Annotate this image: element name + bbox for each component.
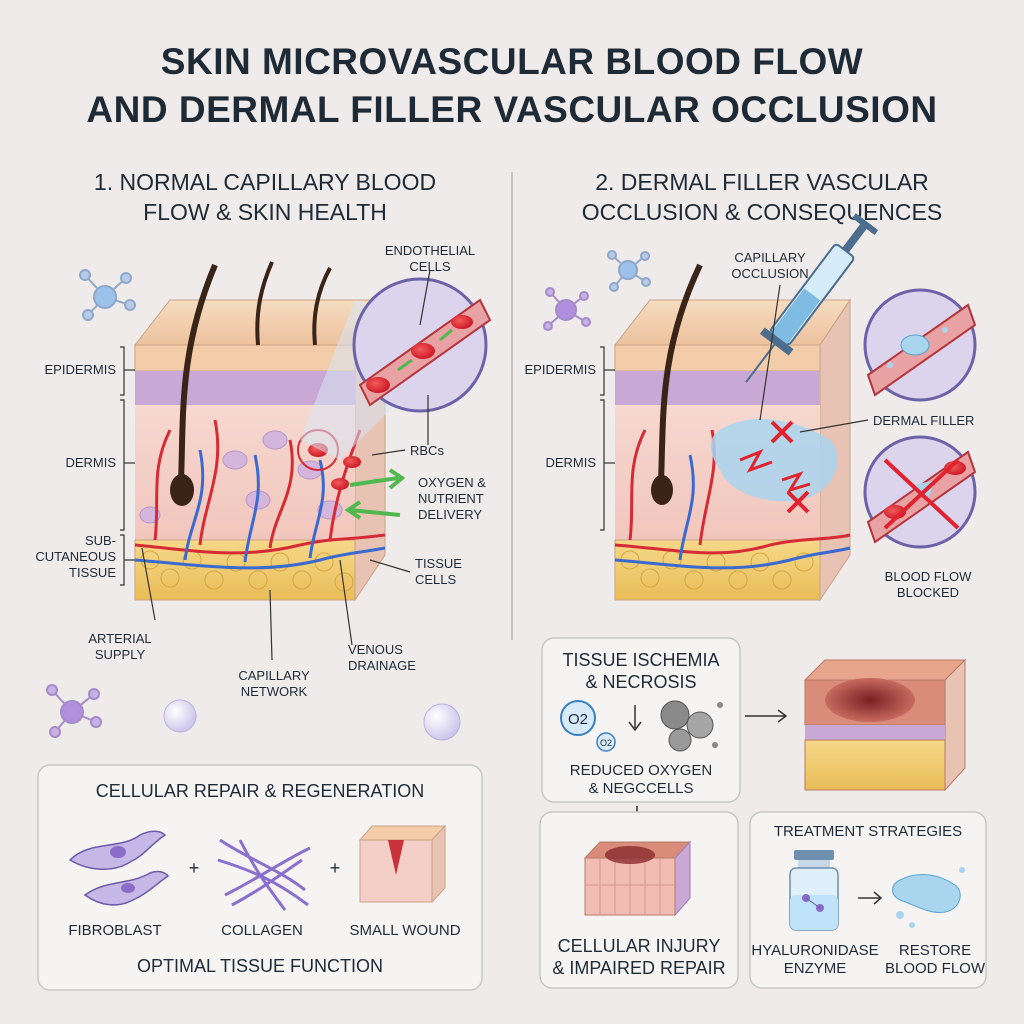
- repair-title: CELLULAR REPAIR & REGENERATION: [96, 781, 424, 801]
- necrotic-cells-icon: [660, 700, 723, 752]
- label-oxygen-1: OXYGEN &: [418, 475, 486, 490]
- skin-cross-section-occluded: [613, 263, 851, 602]
- o2-big-label: O2: [568, 711, 588, 728]
- left-heading-line1: 1. NORMAL CAPILLARY BLOOD: [94, 169, 436, 195]
- collagen-icon: [217, 838, 311, 911]
- main-title-line2: AND DERMAL FILLER VASCULAR OCCLUSION: [86, 89, 937, 130]
- filler-zoom-inset: [863, 288, 977, 402]
- label-capillary-occlusion-1: CAPILLARY: [734, 250, 806, 265]
- o2-small-label: O2: [600, 738, 612, 748]
- label-small-wound: SMALL WOUND: [349, 922, 460, 939]
- label-tissue-1: TISSUE: [415, 556, 462, 571]
- left-heading-line2: FLOW & SKIN HEALTH: [143, 199, 387, 225]
- label-endothelial-2: CELLS: [409, 259, 451, 274]
- label-arterial-1: ARTERIAL: [88, 631, 151, 646]
- plus-sign: +: [189, 858, 200, 878]
- injury-caption-1: CELLULAR INJURY: [558, 936, 721, 956]
- label-subcutaneous-2: CUTANEOUS: [35, 549, 116, 564]
- injured-cells-block: [583, 840, 692, 917]
- label-capillary-1: CAPILLARY: [238, 668, 310, 683]
- ischemia-box: TISSUE ISCHEMIA & NECROSIS O2 O2 REDUCED…: [541, 637, 741, 803]
- treatment-right-2: BLOOD FLOW: [885, 960, 986, 977]
- label-oxygen-3: DELIVERY: [418, 507, 482, 522]
- treatment-title: TREATMENT STRATEGIES: [774, 823, 962, 840]
- blocked-zoom-inset: [863, 435, 977, 549]
- label-capillary-occlusion-2: OCCLUSION: [731, 266, 808, 281]
- molecule-icon: [46, 684, 102, 738]
- label-oxygen-2: NUTRIENT: [418, 491, 484, 506]
- molecule-icon: [543, 287, 591, 331]
- label-blood-flow-blocked-1: BLOOD FLOW: [885, 569, 972, 584]
- fibroblast-icon: [68, 830, 170, 906]
- label-tissue-2: CELLS: [415, 572, 457, 587]
- cell-bubble-icon: [163, 699, 197, 733]
- oxygen-molecule-icon: [560, 700, 596, 736]
- right-panel: 2. DERMAL FILLER VASCULAR OCCLUSION & CO…: [524, 169, 977, 602]
- treatment-left-1: HYALURONIDASE: [751, 942, 878, 959]
- necrotic-skin-block: [803, 658, 967, 792]
- label-epidermis-right: EPIDERMIS: [524, 362, 596, 377]
- layer-brackets: [120, 346, 135, 586]
- label-dermis-right: DERMIS: [545, 455, 596, 470]
- small-wound-icon: [358, 824, 447, 904]
- right-labels: CAPILLARY OCCLUSION EPIDERMIS DERMIS DER…: [524, 250, 974, 600]
- arrow-right-icon: [858, 891, 883, 905]
- molecule-icon: [79, 269, 136, 321]
- label-venous-1: VENOUS: [348, 642, 403, 657]
- label-subcutaneous-3: TISSUE: [69, 565, 116, 580]
- label-epidermis: EPIDERMIS: [44, 362, 116, 377]
- ischemia-caption-1: REDUCED OXYGEN: [570, 762, 713, 779]
- label-venous-2: DRAINAGE: [348, 658, 416, 673]
- syringe-icon: [745, 213, 879, 383]
- label-rbcs: RBCs: [410, 443, 444, 458]
- label-capillary-2: NETWORK: [241, 684, 308, 699]
- injury-caption-2: & IMPAIRED REPAIR: [552, 958, 725, 978]
- enzyme-vial-icon: [789, 850, 839, 931]
- main-title: SKIN MICROVASCULAR BLOOD FLOW AND DERMAL…: [86, 41, 937, 130]
- right-heading-line1: 2. DERMAL FILLER VASCULAR: [595, 169, 929, 195]
- molecule-icon: [607, 250, 651, 292]
- label-endothelial-1: ENDOTHELIAL: [385, 243, 475, 258]
- layer-brackets-right: [600, 284, 869, 531]
- label-collagen: COLLAGEN: [221, 922, 303, 939]
- label-arterial-2: SUPPLY: [95, 647, 146, 662]
- oxygen-delivery-arrows: [344, 468, 406, 520]
- ischemia-title-2: & NECROSIS: [585, 672, 696, 692]
- ischemia-title-1: TISSUE ISCHEMIA: [562, 650, 719, 670]
- treatment-box: TREATMENT STRATEGIES HYALURONIDASE ENZYM…: [749, 811, 987, 989]
- injury-box: CELLULAR INJURY & IMPAIRED REPAIR: [539, 811, 739, 989]
- right-heading-line2: OCCLUSION & CONSEQUENCES: [582, 199, 942, 225]
- treatment-right-1: RESTORE: [899, 942, 971, 959]
- plus-sign: +: [330, 858, 341, 878]
- cell-bubble-icon: [423, 703, 461, 741]
- label-dermal-filler: DERMAL FILLER: [873, 413, 974, 428]
- oxygen-molecule-icon: [596, 732, 616, 752]
- arrow-right-icon: [745, 709, 788, 723]
- label-subcutaneous-1: SUB-: [85, 533, 116, 548]
- main-title-line1: SKIN MICROVASCULAR BLOOD FLOW: [161, 41, 863, 82]
- label-blood-flow-blocked-2: BLOCKED: [897, 585, 959, 600]
- label-dermis: DERMIS: [65, 455, 116, 470]
- left-panel: 1. NORMAL CAPILLARY BLOOD FLOW & SKIN HE…: [35, 169, 492, 741]
- repair-footer: OPTIMAL TISSUE FUNCTION: [137, 956, 383, 976]
- restored-flow-icon: [892, 867, 965, 928]
- down-arrow-icon: [628, 705, 642, 732]
- left-labels: ENDOTHELIAL CELLS EPIDERMIS DERMIS SUB- …: [35, 243, 486, 699]
- ischemia-caption-2: & NEGCCELLS: [588, 780, 693, 797]
- label-fibroblast: FIBROBLAST: [68, 922, 161, 939]
- treatment-left-2: ENZYME: [784, 960, 847, 977]
- repair-box: CELLULAR REPAIR & REGENERATION + + FIBRO…: [37, 764, 483, 991]
- pointer-lines: [141, 269, 431, 661]
- capillary-zoom-inset: [300, 277, 492, 460]
